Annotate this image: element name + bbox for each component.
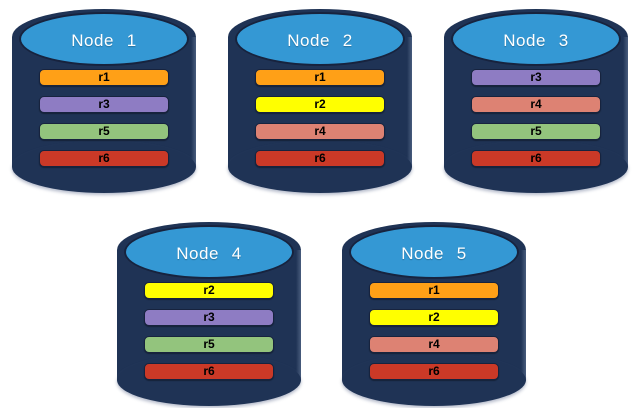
database-node: Node 1 r1 r3 r5 r6 bbox=[12, 9, 196, 193]
replica-bar: r2 bbox=[369, 309, 499, 326]
replica-bar: r5 bbox=[144, 336, 274, 353]
replica-list: r1 r3 r5 r6 bbox=[39, 69, 169, 167]
node-label: Node 2 bbox=[287, 31, 353, 50]
database-node: Node 3 r3 r4 r5 r6 bbox=[444, 9, 628, 193]
replica-bar: r4 bbox=[471, 96, 601, 113]
node-label: Node 1 bbox=[71, 31, 137, 50]
replica-bar: r5 bbox=[39, 123, 169, 140]
replica-bar: r4 bbox=[369, 336, 499, 353]
replica-bar: r4 bbox=[255, 123, 385, 140]
database-node: Node 5 r1 r2 r4 r6 bbox=[342, 222, 526, 406]
cylinder-bottom bbox=[342, 354, 526, 406]
replica-list: r3 r4 r5 r6 bbox=[471, 69, 601, 167]
replica-bar: r2 bbox=[255, 96, 385, 113]
replica-bar: r2 bbox=[144, 282, 274, 299]
cylinder-top-face: Node 5 bbox=[349, 225, 519, 279]
replica-bar: r1 bbox=[369, 282, 499, 299]
cylinder-top-face: Node 1 bbox=[19, 12, 189, 66]
replica-bar: r6 bbox=[144, 363, 274, 380]
replica-bar: r1 bbox=[39, 69, 169, 86]
node-label: Node 4 bbox=[176, 244, 242, 263]
database-node: Node 4 r2 r3 r5 r6 bbox=[117, 222, 301, 406]
node-label: Node 3 bbox=[503, 31, 569, 50]
cylinder-top-face: Node 4 bbox=[124, 225, 294, 279]
replica-bar: r5 bbox=[471, 123, 601, 140]
replica-bar: r6 bbox=[39, 150, 169, 167]
replica-bar: r3 bbox=[471, 69, 601, 86]
cylinder-bottom bbox=[12, 141, 196, 193]
replica-bar: r3 bbox=[144, 309, 274, 326]
cylinder-bottom bbox=[444, 141, 628, 193]
cylinder-top-face: Node 3 bbox=[451, 12, 621, 66]
replica-bar: r6 bbox=[369, 363, 499, 380]
replica-bar: r6 bbox=[471, 150, 601, 167]
replica-list: r1 r2 r4 r6 bbox=[255, 69, 385, 167]
database-node: Node 2 r1 r2 r4 r6 bbox=[228, 9, 412, 193]
replica-list: r2 r3 r5 r6 bbox=[144, 282, 274, 380]
replica-bar: r6 bbox=[255, 150, 385, 167]
replica-bar: r1 bbox=[255, 69, 385, 86]
cylinder-bottom bbox=[117, 354, 301, 406]
node-label: Node 5 bbox=[401, 244, 467, 263]
replica-bar: r3 bbox=[39, 96, 169, 113]
replica-list: r1 r2 r4 r6 bbox=[369, 282, 499, 380]
cylinder-bottom bbox=[228, 141, 412, 193]
cylinder-top-face: Node 2 bbox=[235, 12, 405, 66]
